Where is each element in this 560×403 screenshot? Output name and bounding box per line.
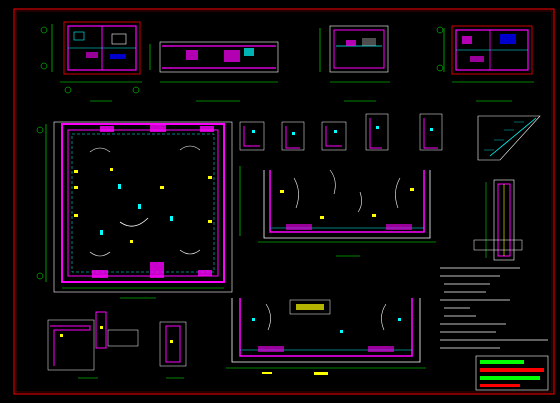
section-a-a bbox=[239, 166, 436, 257]
slope-detail bbox=[477, 115, 541, 161]
section-1 bbox=[149, 41, 279, 102]
section-b-b bbox=[226, 298, 426, 375]
drawing-border bbox=[13, 8, 555, 395]
drawing-border-inner bbox=[15, 10, 553, 393]
main-reinforcement-plan bbox=[36, 121, 233, 299]
section-2 bbox=[319, 25, 390, 102]
plan-view-1 bbox=[40, 21, 142, 102]
general-notes bbox=[440, 267, 548, 349]
column-detail bbox=[473, 179, 523, 261]
plan-view-2 bbox=[436, 25, 534, 102]
wall-corner-detail bbox=[239, 113, 443, 151]
bottom-left-details bbox=[47, 311, 187, 379]
title-block bbox=[475, 355, 549, 391]
